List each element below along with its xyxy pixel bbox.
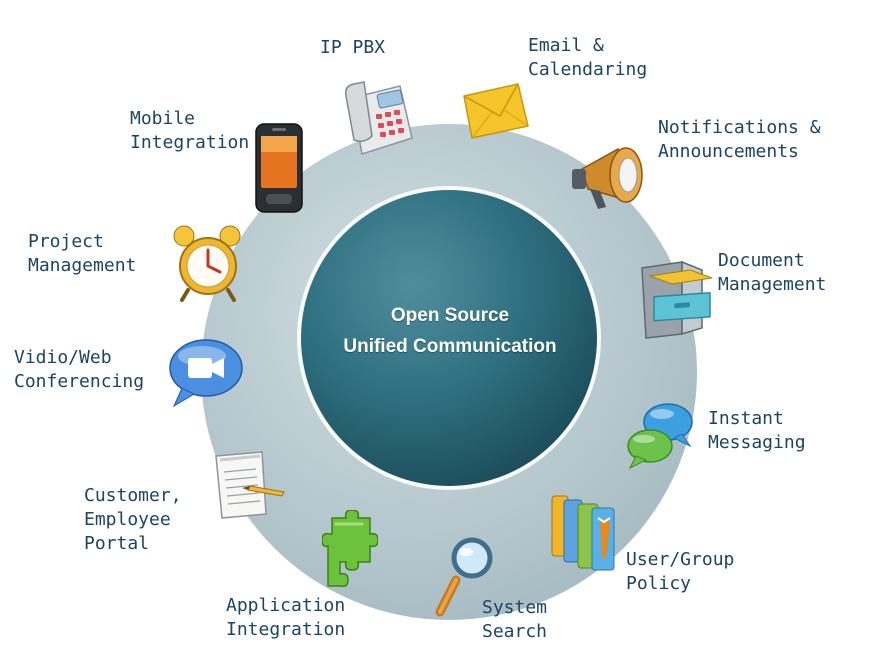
magnifier-icon <box>434 536 498 620</box>
label-portal: Customer, Employee Portal <box>84 485 182 554</box>
inner-disk <box>301 190 597 486</box>
label-conferencing: Vidio/Web Conferencing <box>14 347 145 392</box>
notepad-icon <box>210 448 290 522</box>
label-application-integration: Application Integration <box>226 595 346 640</box>
label-instant-messaging: Instant Messaging <box>708 408 806 453</box>
video-camera-icon <box>164 336 244 410</box>
label-email: Email & Calendaring <box>528 35 648 80</box>
megaphone-icon <box>568 143 652 215</box>
label-system-search: System Search <box>482 597 548 642</box>
label-ip-pbx: IP PBX <box>320 37 386 58</box>
desk-phone-icon <box>342 78 418 160</box>
puzzle-icon <box>322 510 378 590</box>
mobile-phone-icon <box>252 120 308 216</box>
file-cabinet-icon <box>636 258 716 340</box>
label-mobile: Mobile Integration <box>130 108 250 153</box>
label-notifications: Notifications & Announcements <box>658 117 821 162</box>
users-icon <box>548 488 622 574</box>
alarm-clock-icon <box>172 222 244 302</box>
label-project: Project Management <box>28 231 137 276</box>
envelope-icon <box>460 80 532 142</box>
center-title-line1: Open Source <box>390 305 510 326</box>
center-title-line2: Unified Communication <box>343 336 557 357</box>
label-user-group: User/Group Policy <box>626 549 735 594</box>
label-document: Document Management <box>718 250 827 295</box>
chat-bubbles-icon <box>624 398 696 472</box>
